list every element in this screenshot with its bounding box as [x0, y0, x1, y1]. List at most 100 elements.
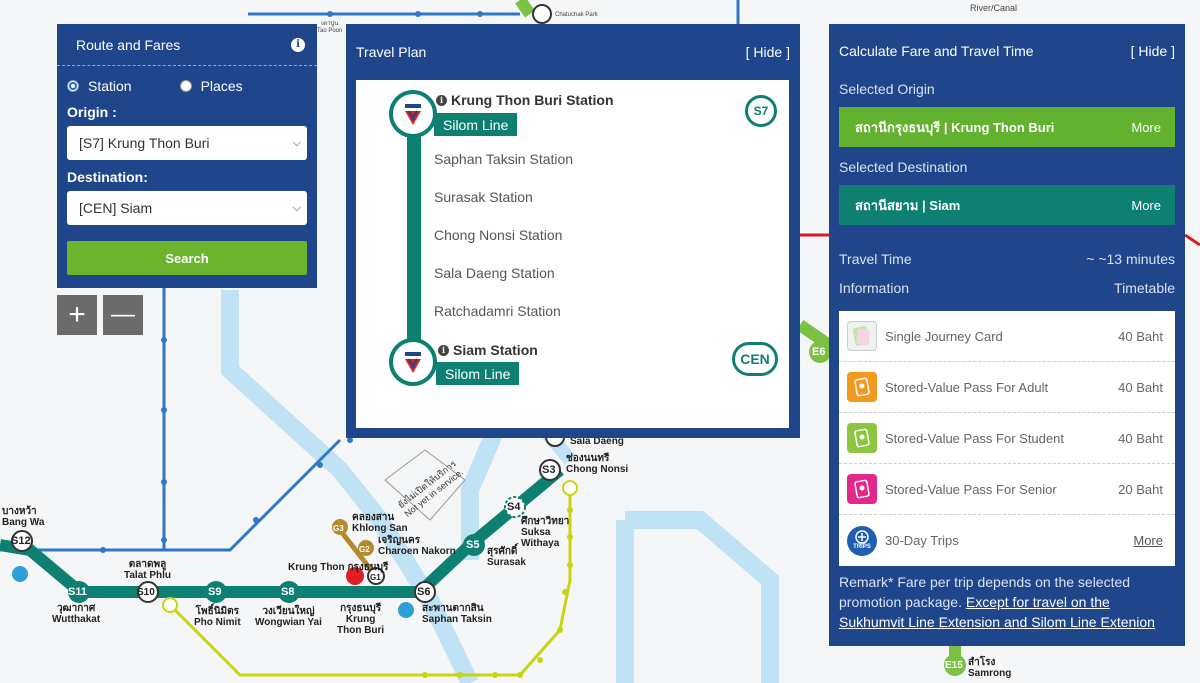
destination-more-link[interactable]: More: [1131, 197, 1161, 213]
destination-station-code: CEN: [732, 342, 778, 376]
info-icon[interactable]: i: [438, 344, 449, 356]
zoom-out-button[interactable]: —: [103, 295, 143, 335]
fare-price: 20 Baht: [1118, 481, 1163, 497]
destination-select[interactable]: [CEN] Siam ⌵: [67, 191, 307, 225]
radio-unselected-icon[interactable]: [179, 80, 192, 92]
travel-plan-title: Travel Plan: [356, 43, 427, 60]
route-fares-panel: Route and Fares i Station Places Origin …: [57, 24, 317, 288]
map-station-chatuchak: Chatuchak Park: [555, 12, 598, 18]
map-station-talatphlu: ตลาดพลูTalat Phlu: [124, 559, 172, 581]
destination-station-title: i Siam Station: [438, 342, 538, 358]
fare-item-senior: Stored-Value Pass For Senior 20 Baht: [839, 464, 1175, 515]
mode-places-radio[interactable]: Places: [179, 78, 243, 94]
fare-item-adult: Stored-Value Pass For Adult 40 Baht: [839, 362, 1175, 413]
fare-panel-hide-button[interactable]: [ Hide ]: [1130, 43, 1175, 59]
map-river-legend: River/Canal: [970, 3, 1018, 13]
fare-remark: Remark* Fare per trip depends on the sel…: [839, 572, 1179, 632]
stop-3: Chong Nonsi Station: [434, 227, 563, 243]
travel-time-row: Travel Time ~ ~13 minutes: [829, 251, 1185, 267]
map-code-g2: G2: [359, 545, 370, 554]
fare-name: 30-Day Trips: [885, 533, 959, 548]
map-code-s10: S10: [137, 587, 155, 598]
timetable-link[interactable]: Timetable: [1114, 280, 1175, 296]
map-code-s5: S5: [466, 539, 480, 551]
origin-label: Origin :: [67, 104, 117, 120]
fare-list: Single Journey Card 40 Baht Stored-Value…: [839, 311, 1175, 566]
bts-logo-icon: [405, 352, 421, 373]
map-station-krungthon-top: Krung Thon กรุงธนบุรี: [288, 562, 389, 573]
stop-1: Saphan Taksin Station: [434, 151, 574, 167]
info-icon[interactable]: i: [291, 37, 305, 52]
stop-2: Surasak Station: [434, 189, 533, 205]
origin-station-code: S7: [745, 95, 777, 127]
trips-icon: TRIPS: [847, 525, 877, 556]
mode-station-label: Station: [88, 78, 132, 94]
bts-logo-icon: [405, 104, 421, 125]
destination-station-name: Siam Station: [453, 342, 538, 358]
chevron-down-icon: ⌵: [292, 201, 301, 214]
route-panel-header: Route and Fares i: [57, 24, 317, 66]
destination-station-marker: [389, 338, 437, 386]
origin-select[interactable]: [S7] Krung Thon Buri ⌵: [67, 126, 307, 160]
map-code-e15: E15: [945, 660, 963, 671]
fare-price: 40 Baht: [1118, 328, 1163, 344]
remark-link[interactable]: Except for travel on the Sukhumvit Line …: [839, 594, 1155, 630]
travel-plan-content: i Krung Thon Buri Station Silom Line S7 …: [356, 80, 789, 428]
fare-item-student: Stored-Value Pass For Student 40 Baht: [839, 413, 1175, 464]
origin-station-name: Krung Thon Buri Station: [451, 92, 614, 108]
map-code-s4: S4: [507, 501, 521, 513]
senior-pass-icon: [847, 474, 877, 504]
mode-station-radio[interactable]: Station: [67, 78, 132, 94]
info-icon[interactable]: i: [436, 94, 447, 106]
stop-4: Sala Daeng Station: [434, 265, 555, 281]
map-code-g3: G3: [333, 524, 344, 533]
selected-destination-bar: สถานีสยาม | Siam More: [839, 185, 1175, 225]
map-station-chongnonsi: ช่องนนทรีChong Nonsi: [566, 453, 629, 475]
origin-more-link[interactable]: More: [1131, 119, 1161, 135]
map-code-s9: S9: [208, 586, 222, 598]
remark-text: Remark* Fare per trip depends on the sel…: [839, 574, 1131, 610]
fare-item-30day: TRIPS 30-Day Trips More: [839, 515, 1175, 566]
origin-station-title: i Krung Thon Buri Station: [436, 92, 614, 108]
origin-line-tag: Silom Line: [434, 113, 518, 136]
map-code-s3: S3: [542, 464, 556, 476]
travel-time-label: Travel Time: [839, 251, 912, 267]
fare-price: 40 Baht: [1118, 379, 1163, 395]
map-code-s6: S6: [417, 586, 431, 598]
travel-plan-panel: Travel Plan [ Hide ] i Krung Thon Buri S…: [346, 24, 800, 438]
zoom-in-button[interactable]: +: [57, 295, 97, 335]
selected-origin-label: Selected Origin: [839, 81, 935, 97]
travel-plan-hide-button[interactable]: [ Hide ]: [745, 43, 790, 60]
fare-item-single-journey: Single Journey Card 40 Baht: [839, 311, 1175, 362]
fare-panel-header: Calculate Fare and Travel Time [ Hide ]: [829, 24, 1185, 78]
destination-select-value: [CEN] Siam: [79, 200, 153, 216]
route-line: [407, 120, 421, 360]
map-code-g1: G1: [370, 573, 381, 582]
selected-destination-label: Selected Destination: [839, 159, 968, 175]
information-label: Information: [839, 280, 910, 296]
trips-icon-text: TRIPS: [853, 544, 871, 550]
fare-time-panel: Calculate Fare and Travel Time [ Hide ] …: [829, 24, 1185, 646]
fare-name: Single Journey Card: [885, 328, 1003, 344]
chevron-down-icon: ⌵: [292, 136, 301, 149]
information-row: Information Timetable: [829, 280, 1185, 296]
trips-more-link[interactable]: More: [1133, 533, 1163, 548]
mode-radio-group: Station Places: [57, 66, 317, 94]
search-button[interactable]: Search: [67, 241, 307, 275]
stop-5: Ratchadamri Station: [434, 303, 561, 319]
fare-panel-title: Calculate Fare and Travel Time: [839, 43, 1034, 59]
destination-label: Destination:: [67, 169, 148, 185]
radio-selected-icon[interactable]: [67, 80, 79, 92]
selected-origin-name: สถานีกรุงธนบุรี | Krung Thon Buri: [855, 119, 1055, 135]
destination-line-tag: Silom Line: [436, 362, 520, 385]
